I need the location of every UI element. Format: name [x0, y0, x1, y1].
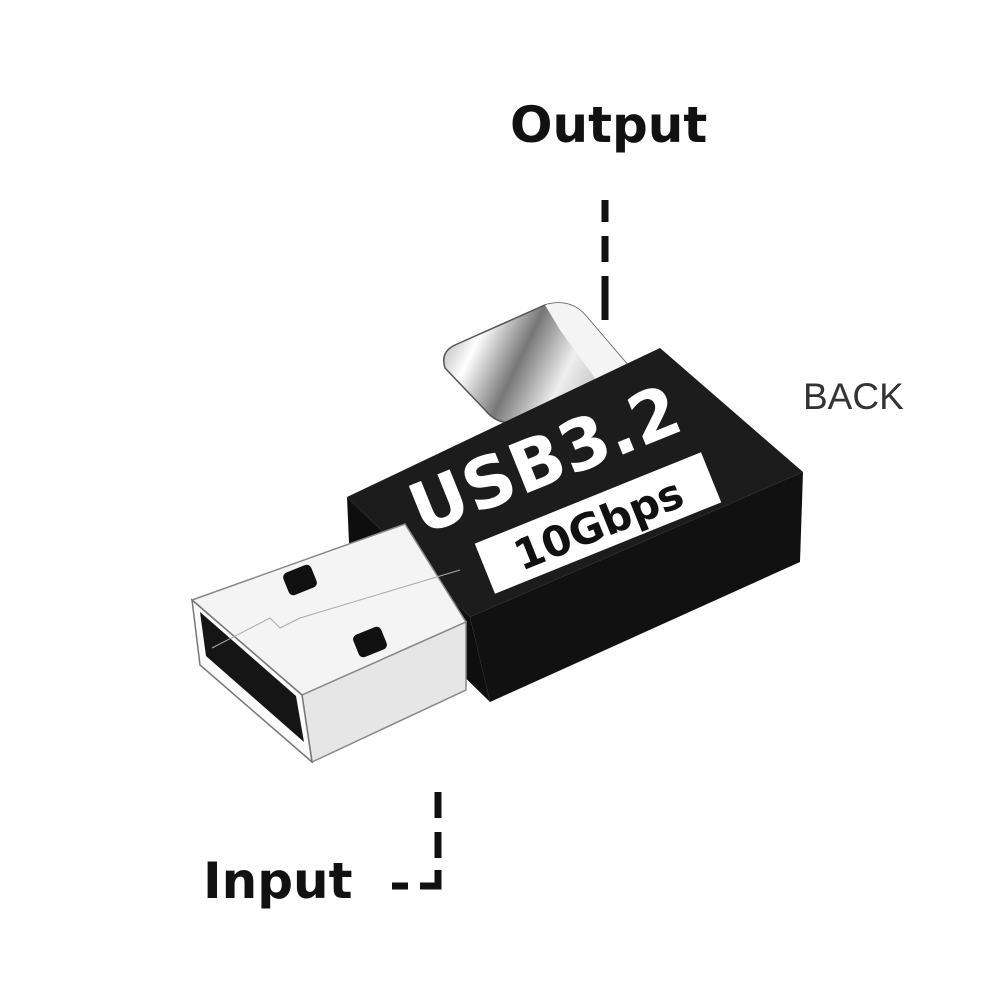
speed-label-bg	[474, 452, 722, 594]
plug-hole	[283, 564, 317, 596]
input-dashed-line	[392, 792, 442, 890]
back-label: BACK	[803, 376, 904, 417]
plug-hole	[353, 626, 387, 658]
output-label: Output	[510, 96, 708, 154]
usb-a-plug	[190, 523, 468, 764]
input-label: Input	[203, 852, 353, 910]
